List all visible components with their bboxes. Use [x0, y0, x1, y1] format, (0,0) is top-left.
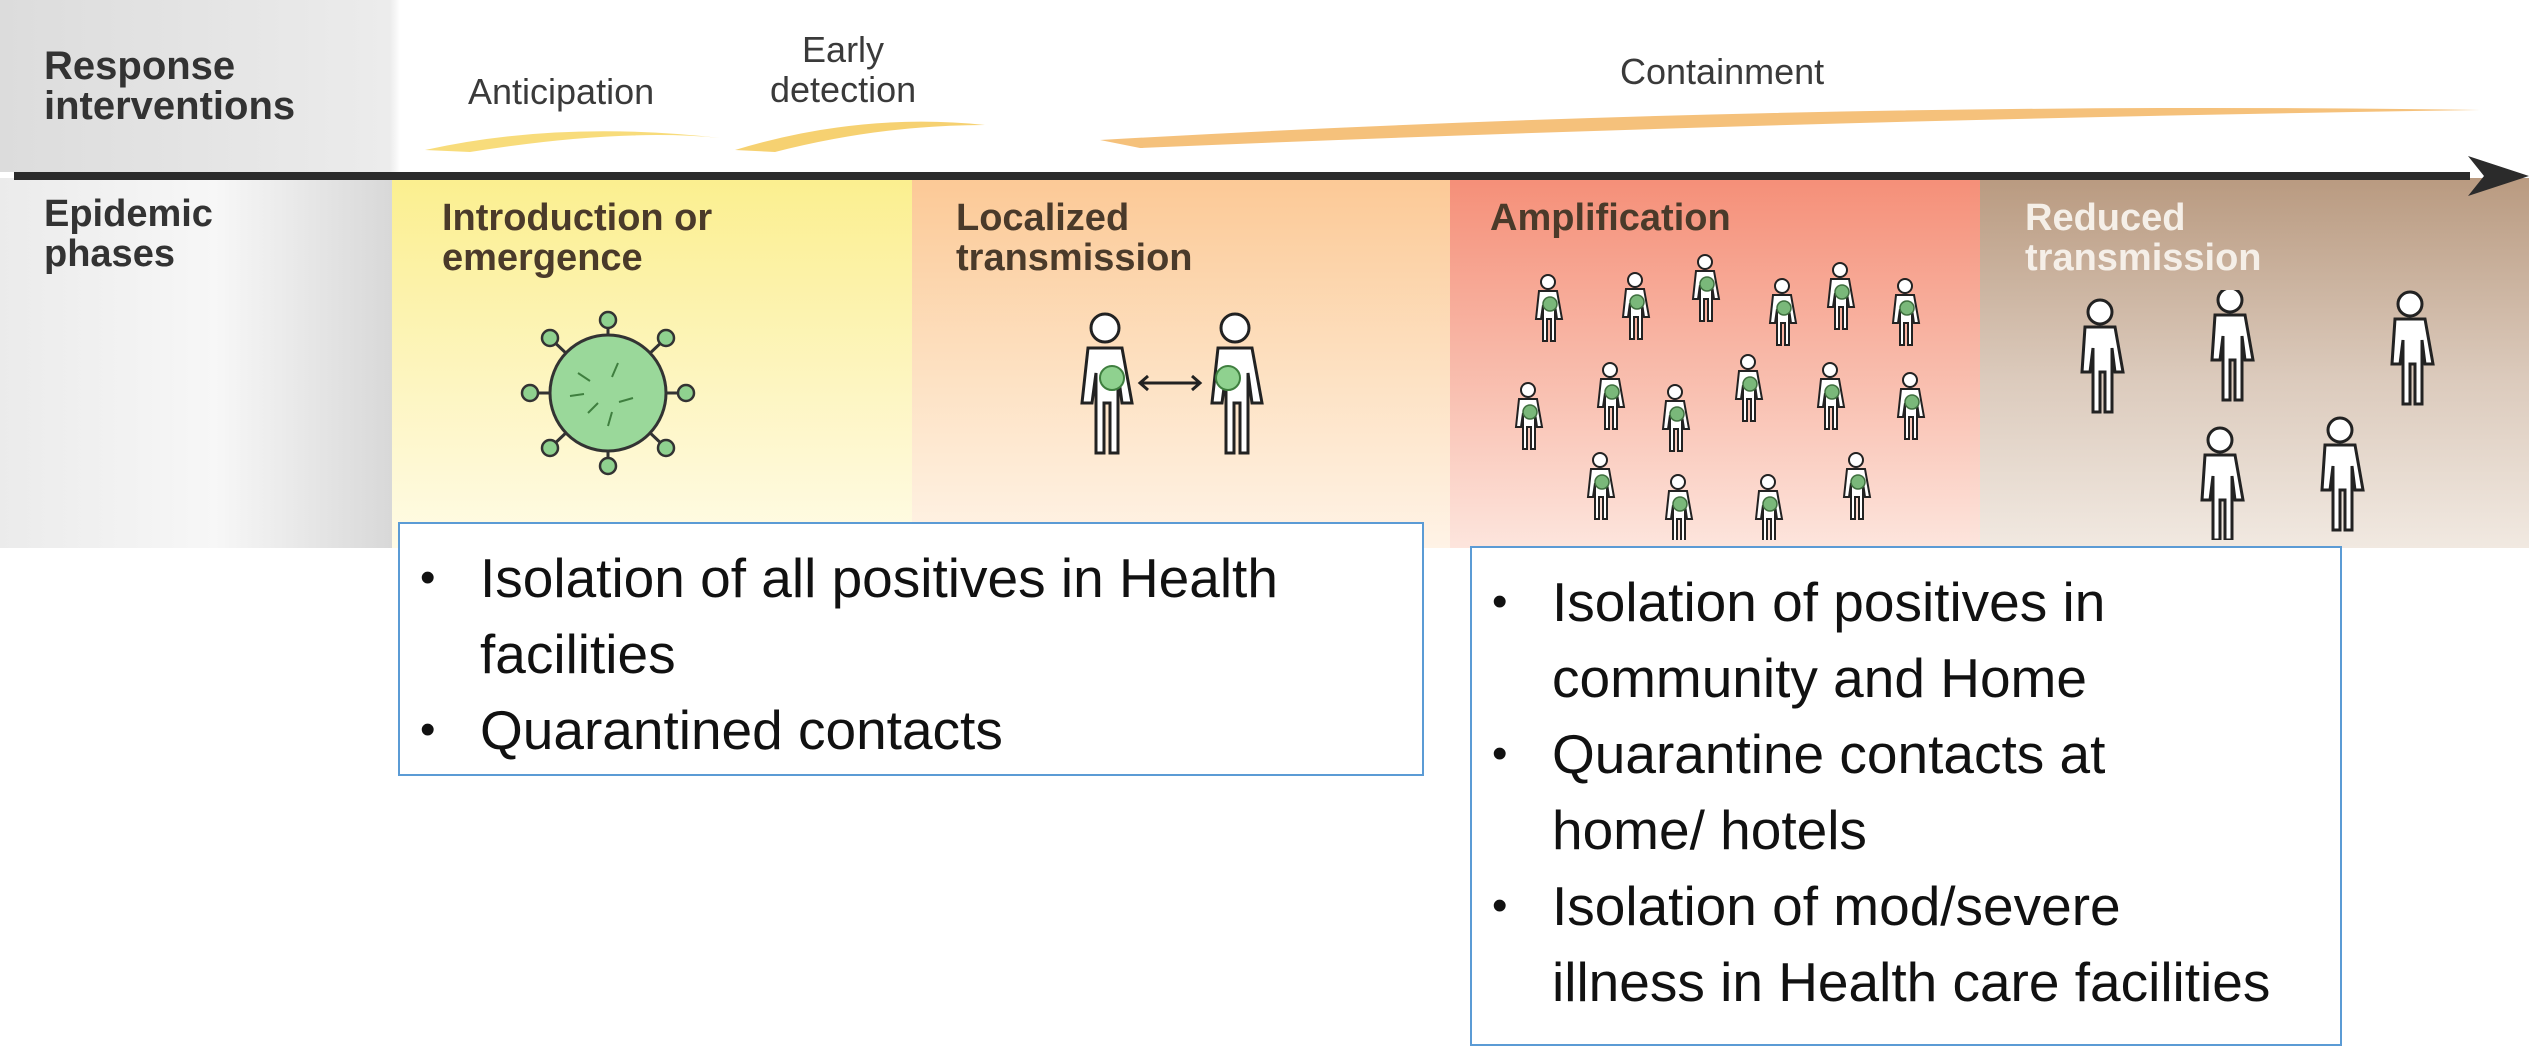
phase-label-amplification: Amplification: [1490, 197, 1731, 239]
intervention-swooshes: [425, 108, 2480, 152]
callout-item: Isolation of positives in community and …: [1472, 564, 2340, 716]
response-interventions-label: Response interventions: [44, 44, 296, 128]
two-people-transmission-icon: [1080, 312, 1264, 455]
anticipation-swoosh: [425, 131, 720, 152]
callout-item: Quarantine contacts at home/ hotels: [1472, 716, 2340, 868]
crowd-infected-icon: [1515, 254, 1925, 540]
response-band: [0, 0, 2529, 172]
phase-label-reduced: Reduced transmission: [2025, 197, 2262, 279]
callout-early-phase-list: Isolation of all positives in Health fac…: [400, 540, 1422, 768]
callout-item: Isolation of all positives in Health fac…: [400, 540, 1422, 692]
intervention-label-early-detection: Early detection: [770, 29, 917, 110]
containment-swoosh: [1100, 108, 2480, 148]
phase-label-introduction: Introduction or emergence: [442, 197, 713, 279]
virus-icon: [520, 310, 696, 476]
callout-early-phase: Isolation of all positives in Health fac…: [398, 522, 1424, 776]
phases-label-column: [0, 178, 392, 548]
phase-band-localized: [912, 178, 1450, 548]
callout-late-phase: Isolation of positives in community and …: [1470, 546, 2342, 1046]
phase-band-amplification: [1450, 178, 1980, 548]
callout-item: Quarantined contacts: [400, 692, 1422, 768]
callout-late-phase-list: Isolation of positives in community and …: [1472, 564, 2340, 1020]
intervention-label-anticipation: Anticipation: [468, 71, 655, 112]
intervention-label-containment: Containment: [1620, 51, 1825, 92]
early-detection-swoosh: [735, 121, 985, 152]
healthy-people-icon: [2080, 290, 2435, 540]
callout-item: Isolation of mod/severe illness in Healt…: [1472, 868, 2340, 1020]
phase-label-localized: Localized transmission: [956, 197, 1193, 279]
timeline-arrow: [14, 156, 2529, 196]
phase-band-reduced: [1980, 178, 2529, 548]
epidemic-phases-label: Epidemic phases: [44, 193, 213, 275]
